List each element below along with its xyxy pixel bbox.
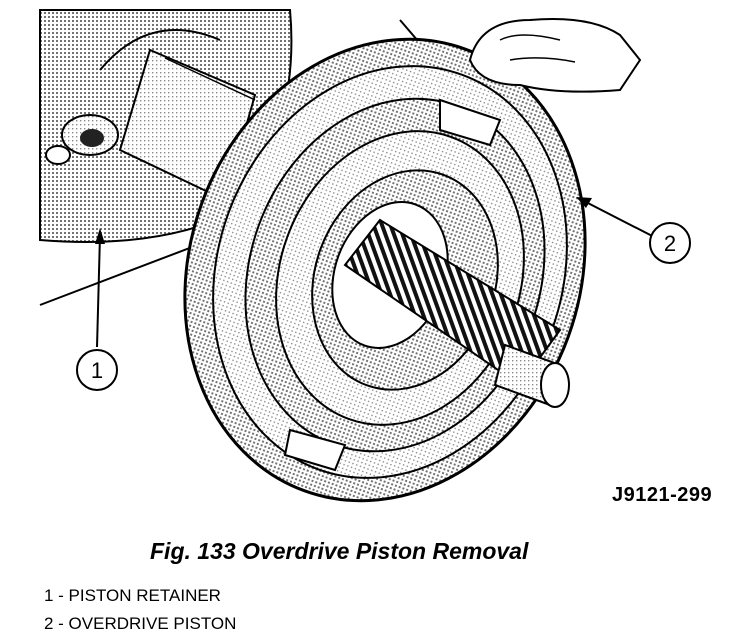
callout-1: 1: [76, 349, 118, 391]
legend-item: 2 - OVERDRIVE PISTON: [44, 614, 237, 633]
callout-2-arrowhead: [576, 197, 592, 208]
callout-2-number: 2: [664, 231, 676, 256]
hand-illustration: [468, 18, 642, 93]
splined-shaft: [343, 218, 570, 408]
figure-caption: Fig. 133 Overdrive Piston Removal: [150, 538, 529, 564]
illustration: 1 2: [39, 9, 691, 503]
image-code: J9121-299: [612, 484, 713, 506]
callout-1-arrowhead: [95, 228, 105, 244]
legend-item: 1 - PISTON RETAINER: [44, 586, 221, 605]
legend: 1 - PISTON RETAINER 2 - OVERDRIVE PISTON: [44, 582, 236, 638]
callout-2-leader: [581, 199, 661, 241]
callout-2: 2: [649, 222, 691, 264]
callout-1-number: 1: [91, 358, 103, 383]
callout-1-leader: [96, 234, 101, 348]
